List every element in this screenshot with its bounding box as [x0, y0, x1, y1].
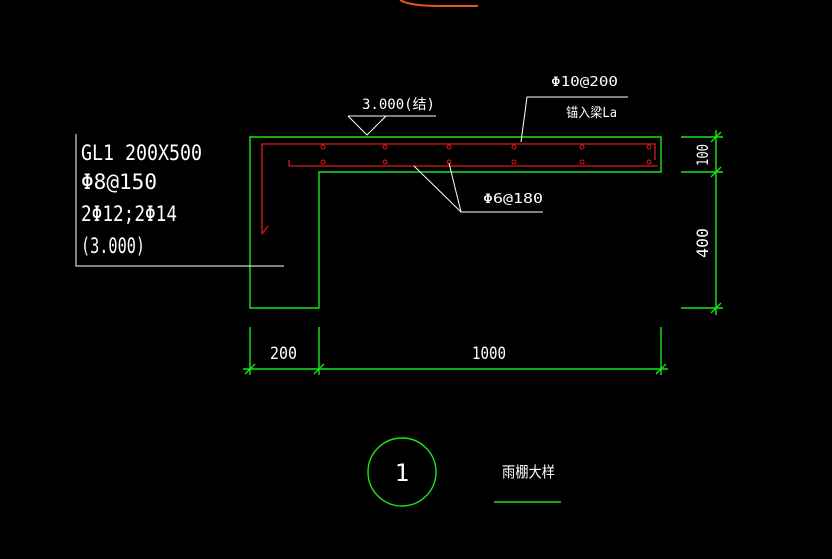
detail-number: 1 — [395, 459, 409, 487]
dist-rebar-leader — [413, 162, 543, 213]
beam-note-line4: (3.000) — [81, 234, 145, 258]
rebar-dot — [511, 144, 517, 150]
dim-slab-thickness: 100 — [693, 144, 712, 166]
top-rebar-anchor-note: 锚入梁La — [566, 106, 617, 121]
elevation-marker — [347, 115, 436, 136]
rebar-dot — [646, 144, 652, 150]
orange-stroke — [399, 0, 478, 7]
detail-number-circle — [367, 437, 437, 507]
dim-beam-width: 200 — [270, 344, 297, 364]
rebar-group — [261, 143, 658, 235]
dist-rebar-label: Φ6@180 — [483, 192, 543, 207]
rebar-dot — [382, 159, 388, 165]
rebar-hook-left — [261, 225, 269, 235]
top-rebar-spec: Φ10@200 — [551, 75, 618, 90]
rebar-dot — [382, 144, 388, 150]
vertical-dimension — [681, 130, 723, 315]
horizontal-dimension — [243, 327, 668, 375]
rebar-dot — [646, 159, 652, 165]
top-rebar-line — [261, 143, 656, 234]
rebar-dot — [320, 144, 326, 150]
dim-canopy-length: 1000 — [472, 344, 506, 364]
beam-note-line1: GL1 200X500 — [81, 141, 202, 165]
rebar-dot — [579, 159, 585, 165]
rebar-dot — [579, 144, 585, 150]
beam-note-line3: 2Φ12;2Φ14 — [81, 202, 177, 226]
elevation-label: 3.000(结) — [362, 97, 435, 113]
rebar-dot — [320, 159, 326, 165]
canopy-outline — [249, 136, 662, 309]
beam-note-line2: Φ8@150 — [81, 170, 157, 194]
top-rebar-leader — [520, 96, 628, 143]
rebar-dot — [511, 159, 517, 165]
dim-beam-below-slab: 400 — [693, 228, 712, 258]
detail-title: 雨棚大样 — [502, 463, 555, 481]
rebar-dot — [446, 144, 452, 150]
beam-note-leader — [75, 134, 284, 267]
